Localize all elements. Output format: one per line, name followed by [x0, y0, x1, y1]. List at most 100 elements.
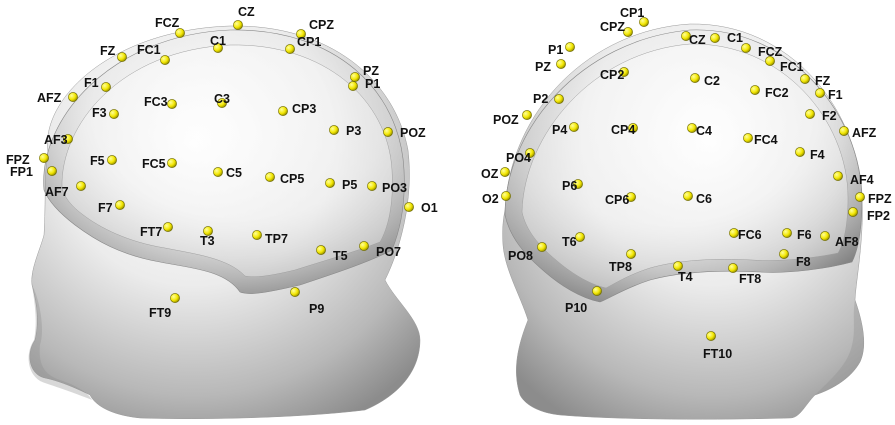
- electrode-p4-right-label: P4: [552, 123, 567, 137]
- electrode-ft8-right-label: FT8: [739, 272, 761, 286]
- electrode-fc2-right-marker: [750, 85, 759, 94]
- electrode-fz-right-marker: [800, 74, 809, 83]
- electrode-pz-right-label: PZ: [535, 60, 551, 74]
- electrode-p2-right-label: P2: [533, 92, 548, 106]
- electrode-fpz-right-marker: [855, 192, 864, 201]
- head-left-view: FCZCZCPZFZFC1C1CP1PZP1AFZF1FC3C3CP3F3P3P…: [6, 5, 438, 419]
- electrode-af8-right-marker: [820, 231, 829, 240]
- electrode-ft9-left-marker: [170, 293, 179, 302]
- electrode-af3-left-label: AF3: [44, 133, 68, 147]
- electrode-tp7-left-marker: [252, 230, 261, 239]
- electrode-cp3-left-marker: [278, 106, 287, 115]
- electrode-c1-right-marker: [710, 33, 719, 42]
- electrode-p5-left-label: P5: [342, 178, 357, 192]
- electrode-po3-left-marker: [367, 181, 376, 190]
- electrode-f5-left-label: F5: [90, 154, 105, 168]
- electrode-fc1-right-marker: [765, 56, 774, 65]
- electrode-p10-right-label: P10: [565, 301, 587, 315]
- electrode-t4-right-label: T4: [678, 270, 693, 284]
- electrode-ft9-left-label: FT9: [149, 306, 171, 320]
- electrode-f6-right-label: F6: [797, 228, 812, 242]
- electrode-cz-left-label: CZ: [238, 5, 255, 19]
- electrode-t6-right-label: T6: [562, 235, 577, 249]
- electrode-cp5-left-marker: [265, 172, 274, 181]
- electrode-f4-right-label: F4: [810, 148, 825, 162]
- electrode-po4-right-label: PO4: [506, 151, 531, 165]
- electrode-afz-left-label: AFZ: [37, 91, 62, 105]
- electrode-f7-left-label: F7: [98, 201, 113, 215]
- electrode-fz-left-label: FZ: [100, 44, 116, 58]
- electrode-cp4-right-label: CP4: [611, 123, 635, 137]
- electrode-t5-left-marker: [316, 245, 325, 254]
- head-right-view: CP1CPZCZC1P1FCZPZFC1CP2C2FZP2FC2F1POZF2P…: [481, 6, 892, 419]
- electrode-p1-right-label: P1: [548, 43, 563, 57]
- electrode-o2-right-label: O2: [482, 192, 499, 206]
- electrode-f8-right-marker: [779, 249, 788, 258]
- electrode-tp8-right-marker: [626, 249, 635, 258]
- electrode-t3-left-label: T3: [200, 234, 215, 248]
- electrode-f2-right-marker: [805, 109, 814, 118]
- electrode-fp1-left-label: FP1: [10, 165, 33, 179]
- electrode-fz-right-label: FZ: [815, 74, 831, 88]
- electrode-fp2-right-label: FP2: [867, 209, 890, 223]
- electrode-fc5-left-marker: [167, 158, 176, 167]
- electrode-c6-right-marker: [683, 191, 692, 200]
- electrode-fz-left-marker: [117, 52, 126, 61]
- electrode-fc3-left-marker: [167, 99, 176, 108]
- electrode-ft8-right-marker: [728, 263, 737, 272]
- electrode-p1-left-marker: [348, 81, 357, 90]
- electrode-oz-right-marker: [500, 167, 509, 176]
- electrode-poz-right-label: POZ: [493, 113, 519, 127]
- electrode-c2-right-label: C2: [704, 74, 720, 88]
- electrode-f8-right-label: F8: [796, 255, 811, 269]
- electrode-fc3-left-label: FC3: [144, 95, 168, 109]
- electrode-af7-left-label: AF7: [45, 185, 69, 199]
- electrode-c5-left-label: C5: [226, 166, 242, 180]
- electrode-cp5-left-label: CP5: [280, 172, 304, 186]
- electrode-p9-left-label: P9: [309, 302, 324, 316]
- electrode-poz-right-marker: [522, 110, 531, 119]
- electrode-t6-right-marker: [575, 232, 584, 241]
- electrode-c1-right-label: C1: [727, 31, 743, 45]
- electrode-c1-left-label: C1: [210, 34, 226, 48]
- electrode-fpz-right-label: FPZ: [868, 192, 892, 206]
- electrode-cp1-right-label: CP1: [620, 6, 644, 20]
- electrode-p1-right-marker: [565, 42, 574, 51]
- electrode-fp1-left-marker: [47, 166, 56, 175]
- electrode-c3-left-label: C3: [214, 92, 230, 106]
- electrode-c5-left-marker: [213, 167, 222, 176]
- electrode-cp1-left-marker: [285, 44, 294, 53]
- electrode-cpz-right-label: CPZ: [600, 20, 625, 34]
- electrode-ft10-right-label: FT10: [703, 347, 732, 361]
- electrode-ft7-left-marker: [163, 222, 172, 231]
- electrode-p6-right-label: P6: [562, 179, 577, 193]
- electrode-po7-left-marker: [359, 241, 368, 250]
- electrode-p2-right-marker: [554, 94, 563, 103]
- electrode-t5-left-label: T5: [333, 249, 348, 263]
- electrode-po8-right-label: PO8: [508, 249, 533, 263]
- electrode-p9-left-marker: [290, 287, 299, 296]
- electrode-cpz-left-label: CPZ: [309, 18, 334, 32]
- electrode-f4-right-marker: [795, 147, 804, 156]
- electrode-f1-left-marker: [101, 82, 110, 91]
- electrode-afz-right-marker: [839, 126, 848, 135]
- electrode-f3-left-label: F3: [92, 106, 107, 120]
- electrode-f7-left-marker: [115, 200, 124, 209]
- electrode-cp1-left-label: CP1: [297, 35, 321, 49]
- electrode-p1-left-label: P1: [365, 77, 380, 91]
- electrode-po3-left-label: PO3: [382, 181, 407, 195]
- electrode-fcz-right-marker: [741, 43, 750, 52]
- electrode-fc1-left-marker: [160, 55, 169, 64]
- electrode-po7-left-label: PO7: [376, 245, 401, 259]
- electrode-poz-left-label: POZ: [400, 126, 426, 140]
- electrode-p10-right-marker: [592, 286, 601, 295]
- electrode-pz-left-label: PZ: [363, 64, 379, 78]
- electrode-f6-right-marker: [782, 228, 791, 237]
- electrode-o2-right-marker: [501, 191, 510, 200]
- electrode-af4-right-label: AF4: [850, 173, 874, 187]
- electrode-fc6-right-label: FC6: [738, 228, 762, 242]
- electrode-afz-right-label: AFZ: [852, 126, 877, 140]
- electrode-fcz-left-label: FCZ: [155, 16, 180, 30]
- electrode-f1-left-label: F1: [84, 76, 99, 90]
